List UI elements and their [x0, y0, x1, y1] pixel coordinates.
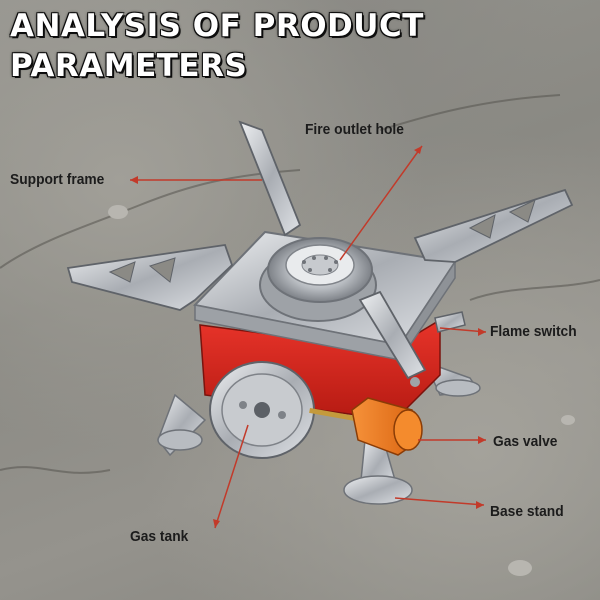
support-frame-cutouts — [108, 199, 536, 283]
label-flame-switch: Flame switch — [490, 323, 577, 340]
gas-tank-connector — [209, 361, 315, 459]
label-gas-valve: Gas valve — [493, 433, 558, 450]
gas-valve-knob — [309, 397, 423, 456]
ground-pebbles — [108, 205, 575, 576]
pointer-arrowheads — [130, 146, 486, 528]
label-fire-outlet-hole: Fire outlet hole — [305, 121, 404, 138]
title-line-2: PARAMETERS — [10, 48, 248, 84]
ground-cracks — [0, 94, 600, 474]
label-gas-tank: Gas tank — [130, 528, 189, 545]
label-base-stand: Base stand — [490, 503, 564, 520]
base-stand-legs — [157, 360, 481, 505]
burner-head — [259, 237, 377, 322]
label-support-frame: Support frame — [10, 171, 105, 188]
flame-switch-lever — [434, 311, 466, 333]
title-line-1: ANALYSIS OF PRODUCT — [10, 8, 424, 44]
